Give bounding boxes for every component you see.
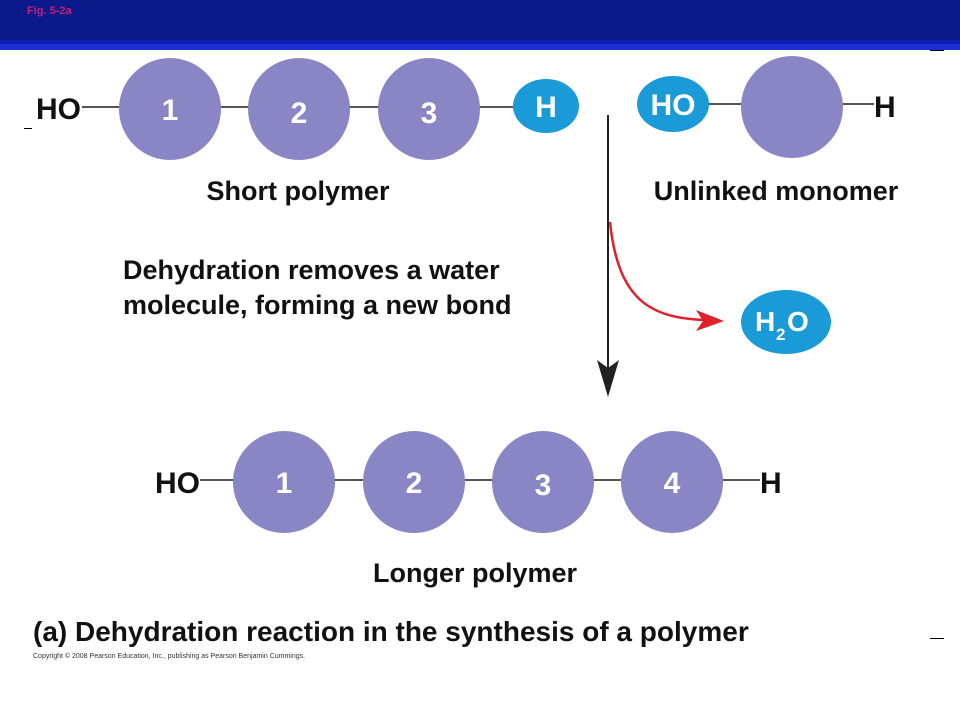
- long-monomer-circle-4: [621, 431, 723, 533]
- water-molecule: H 2 O: [741, 290, 831, 354]
- longer-polymer: HO 1 2 3 4 H Longer polymer: [155, 431, 782, 588]
- monomer-circle-2: [248, 58, 350, 160]
- reaction-description-line2: molecule, forming a new bond: [123, 290, 512, 320]
- down-arrow-head: [597, 360, 619, 397]
- edge-tick-right-bottom: [930, 638, 944, 639]
- figure-caption: (a) Dehydration reaction in the synthesi…: [33, 616, 749, 647]
- long-monomer-number-4: 4: [664, 467, 681, 500]
- hydroxyl-end-bubble: [637, 76, 709, 132]
- monomer-circle-3: [378, 58, 480, 160]
- figure-number: Fig. 5-2a: [27, 5, 72, 17]
- hydrogen-end-bubble: [513, 79, 579, 133]
- header-bar: Fig. 5-2a: [0, 0, 960, 50]
- long-monomer-number-3: 3: [535, 469, 552, 502]
- reaction-description-line1: Dehydration removes a water: [123, 255, 500, 285]
- long-monomer-circle-3: [492, 431, 594, 533]
- long-monomer-circle-1: [233, 431, 335, 533]
- longer-polymer-h: H: [760, 467, 782, 500]
- monomer-h-end: H: [874, 91, 896, 124]
- short-polymer: HO 1 2 3 H Short polymer: [36, 58, 579, 206]
- edge-tick-left: [24, 128, 32, 129]
- edge-tick-right-top: [930, 50, 944, 51]
- water-bubble: [741, 290, 831, 354]
- monomer-number-3: 3: [421, 97, 438, 130]
- water-o-label: O: [787, 306, 809, 337]
- reaction-arrows: [597, 115, 724, 397]
- longer-polymer-caption: Longer polymer: [373, 558, 578, 588]
- long-monomer-number-2: 2: [406, 467, 423, 500]
- short-polymer-ho: HO: [36, 93, 81, 126]
- monomer-circle-1: [119, 58, 221, 160]
- hydrogen-end-label: H: [535, 91, 557, 124]
- monomer-number-2: 2: [291, 97, 308, 130]
- short-polymer-caption: Short polymer: [206, 176, 390, 206]
- long-monomer-number-1: 1: [276, 467, 293, 500]
- water-subscript: 2: [776, 325, 785, 344]
- longer-polymer-ho: HO: [155, 467, 200, 500]
- long-monomer-circle-2: [363, 431, 465, 533]
- unlinked-monomer-caption: Unlinked monomer: [654, 176, 899, 206]
- water-arrow-head: [696, 310, 724, 331]
- water-h-label: H: [755, 306, 775, 337]
- unlinked-monomer: HO H Unlinked monomer: [637, 56, 899, 206]
- hydroxyl-end-label: HO: [651, 89, 696, 122]
- copyright-notice: Copyright © 2008 Pearson Education, Inc.…: [33, 653, 306, 660]
- unlinked-monomer-circle: [741, 56, 843, 158]
- water-arrow-curve: [608, 221, 706, 322]
- monomer-number-1: 1: [162, 94, 179, 127]
